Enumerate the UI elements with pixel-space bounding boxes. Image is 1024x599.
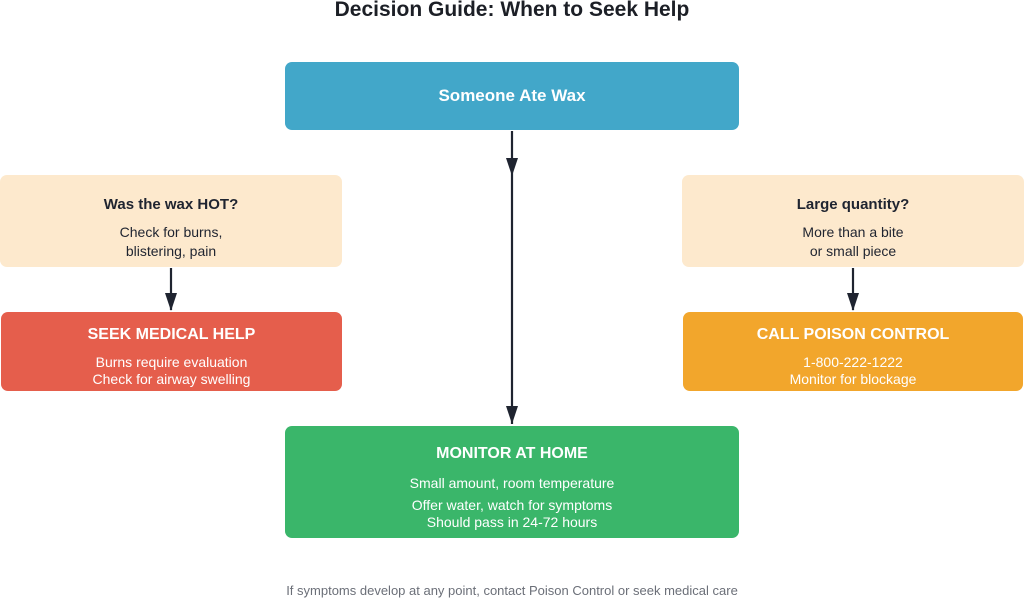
footer-note: If symptoms develop at any point, contac… (286, 583, 738, 598)
diagram-title: Decision Guide: When to Seek Help (334, 0, 690, 21)
node-was-wax-hot: Was the wax HOT? Check for burns, bliste… (0, 175, 342, 267)
node-seek-label: SEEK MEDICAL HELP (87, 326, 256, 343)
node-call-line-1: 1-800-222-1222 (803, 354, 903, 370)
node-call-line-2: Monitor for blockage (789, 371, 917, 387)
node-large-quantity: Large quantity? More than a bite or smal… (682, 175, 1024, 267)
node-quantity-line-2: or small piece (809, 243, 897, 259)
arrow-start-to-home-head-mid (506, 158, 518, 176)
arrow-quantity-to-call-head (847, 293, 859, 311)
node-home-line-1: Small amount, room temperature (409, 475, 615, 491)
arrow-start-to-home-head-end (506, 406, 518, 424)
node-home-label: MONITOR AT HOME (436, 445, 588, 462)
node-call-poison-control: CALL POISON CONTROL 1-800-222-1222 Monit… (683, 312, 1023, 391)
node-seek-medical-help: SEEK MEDICAL HELP Burns require evaluati… (1, 312, 342, 391)
node-home-line-2: Offer water, watch for symptoms (411, 497, 613, 513)
node-home-line-3: Should pass in 24-72 hours (426, 514, 598, 530)
node-quantity-label: Large quantity? (796, 196, 910, 213)
node-start-label: Someone Ate Wax (438, 86, 586, 105)
node-someone-ate-wax: Someone Ate Wax (285, 62, 739, 130)
node-hot-line-2: blistering, pain (125, 243, 217, 259)
node-quantity-line-1: More than a bite (802, 224, 904, 240)
node-seek-line-2: Check for airway swelling (92, 371, 251, 387)
node-hot-line-1: Check for burns, (119, 224, 223, 240)
node-seek-line-1: Burns require evaluation (95, 354, 248, 370)
arrow-hot-to-seek-head (165, 293, 177, 311)
node-hot-label: Was the wax HOT? (103, 196, 239, 213)
node-monitor-at-home: MONITOR AT HOME Small amount, room tempe… (285, 426, 739, 538)
node-call-label: CALL POISON CONTROL (756, 326, 950, 343)
